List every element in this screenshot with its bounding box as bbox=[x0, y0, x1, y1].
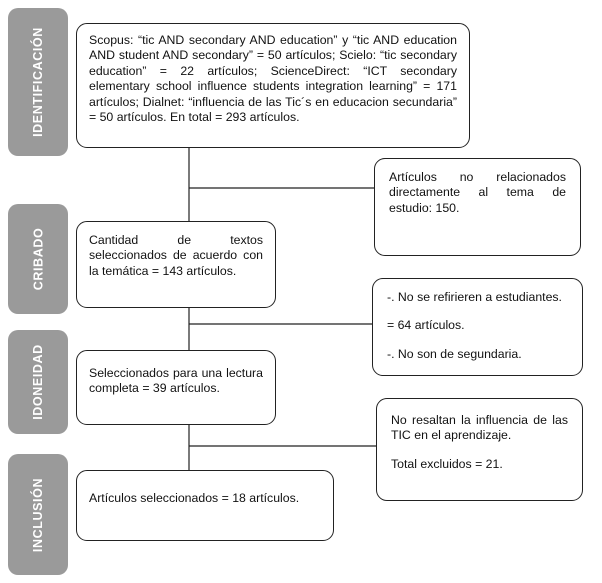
excluded-ict-line-2: Total excluidos = 21. bbox=[391, 456, 503, 471]
eligibility-text: Seleccionados para una lectura completa … bbox=[89, 366, 263, 396]
excluded-unrelated-text: Artículos no relacionados directamente a… bbox=[389, 170, 566, 215]
stage-idoneidad: IDONEIDAD bbox=[8, 330, 68, 434]
stage-identificacion: IDENTIFICACIÓN bbox=[8, 8, 68, 156]
identification-text: Scopus: “tic AND secondary AND education… bbox=[89, 33, 457, 125]
excluded-reasons-box: -. No se refirieren a estudiantes. = 64 … bbox=[372, 278, 583, 376]
eligibility-box: Seleccionados para una lectura completa … bbox=[76, 350, 276, 425]
excluded-reasons-line-1: -. No se refirieren a estudiantes. bbox=[387, 290, 562, 304]
included-text: Artículos seleccionados = 18 artículos. bbox=[89, 491, 300, 505]
excluded-reasons-line-3: -. No son de segundaria. bbox=[387, 346, 522, 361]
included-box: Artículos seleccionados = 18 artículos. bbox=[76, 470, 334, 541]
identification-box: Scopus: “tic AND secondary AND education… bbox=[76, 23, 470, 148]
excluded-unrelated-box: Artículos no relacionados directamente a… bbox=[374, 158, 581, 256]
stage-label-idoneidad: IDONEIDAD bbox=[31, 344, 46, 420]
excluded-ict-box: No resaltan la influencia de las TIC en … bbox=[376, 398, 583, 501]
excluded-reasons-line-2: = 64 artículos. bbox=[387, 318, 465, 333]
stage-cribado: CRIBADO bbox=[8, 204, 68, 314]
stage-label-cribado: CRIBADO bbox=[31, 227, 45, 291]
screening-text: Cantidad de textos seleccionados de acue… bbox=[89, 233, 263, 278]
stage-label-inclusion: INCLUSIÓN bbox=[31, 477, 45, 552]
screening-box: Cantidad de textos seleccionados de acue… bbox=[76, 221, 276, 308]
excluded-ict-line-1: No resaltan la influencia de las TIC en … bbox=[391, 413, 568, 443]
stage-inclusion: INCLUSIÓN bbox=[8, 454, 68, 575]
stage-label-identificacion: IDENTIFICACIÓN bbox=[31, 27, 46, 137]
